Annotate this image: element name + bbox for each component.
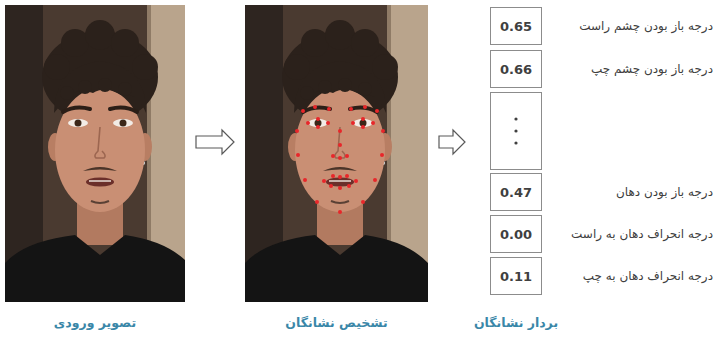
block-arrow	[196, 130, 234, 154]
panel-caption: بردار نشانگان	[446, 315, 586, 330]
landmark-dots	[295, 105, 385, 214]
ellipsis-dots	[491, 93, 541, 169]
vector-value: 0.66	[500, 62, 532, 77]
image-panel: تشخیص نشانگان	[245, 5, 428, 302]
vector-value: 0.00	[500, 227, 532, 242]
vector-cell: 0.66درجه باز بودن چشم چپ	[490, 50, 542, 88]
ellipsis-box	[490, 92, 542, 170]
vector-value: 0.65	[500, 19, 532, 34]
vector-value: 0.47	[500, 185, 532, 200]
block-arrow	[439, 130, 465, 154]
image-panel: بردار نشانگان0.65درجه باز بودن چشم راست0…	[476, 5, 556, 302]
vector-cell: 0.00درجه انحراف دهان به راست	[490, 215, 542, 253]
image-panel: تصویر ورودی	[5, 5, 185, 302]
feature-label: درجه انحراف دهان به چپ	[583, 269, 713, 283]
vector-cell: 0.11درجه انحراف دهان به چپ	[490, 257, 542, 295]
vector-value: 0.11	[500, 269, 532, 284]
feature-label: درجه باز بودن چشم راست	[579, 19, 713, 33]
feature-label: درجه باز بودن چشم چپ	[591, 62, 713, 76]
feature-label: درجه انحراف دهان به راست	[571, 227, 713, 241]
vector-cell: 0.65درجه باز بودن چشم راست	[490, 7, 542, 45]
panel-caption: تصویر ورودی	[0, 315, 215, 330]
feature-label: درجه باز بودن دهان	[616, 185, 713, 199]
panel-caption: تشخیص نشانگان	[215, 315, 458, 330]
vector-cell: 0.47درجه باز بودن دهان	[490, 173, 542, 211]
